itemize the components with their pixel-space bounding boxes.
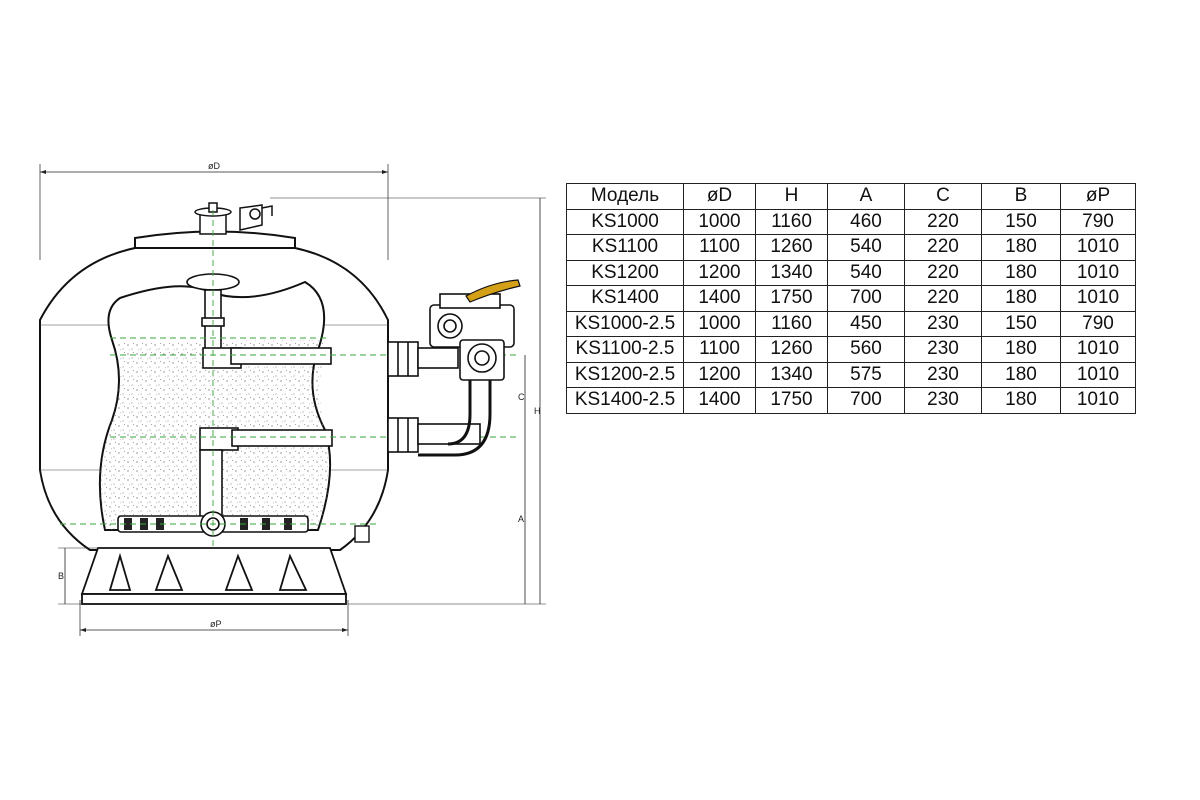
table-row: KS1100 1100 1260 540 220 180 1010	[566, 234, 1136, 261]
spec-table: Модель øD H A C B øP KS1000 1000 1160 46…	[566, 183, 1136, 414]
header-model: Модель	[566, 183, 684, 210]
cell-c: 230	[904, 361, 982, 388]
table-row: KS1400 1400 1750 700 220 180 1010	[566, 285, 1136, 312]
header-c: C	[904, 183, 982, 210]
cell-b: 180	[981, 234, 1061, 261]
header-od: øD	[683, 183, 756, 210]
dimension-op: øP	[79, 600, 349, 636]
cell-od: 1100	[683, 234, 756, 261]
cell-model: KS1400	[566, 285, 684, 312]
cell-b: 180	[981, 361, 1061, 388]
cell-model: KS1000	[566, 208, 684, 235]
cell-op: 1010	[1060, 361, 1136, 388]
dimension-a-label: A	[518, 514, 524, 524]
cell-model: KS1200-2.5	[566, 361, 684, 388]
cell-c: 220	[904, 234, 982, 261]
valve-handle	[465, 279, 521, 303]
cell-c: 230	[904, 387, 982, 414]
dimension-a: A	[518, 437, 526, 604]
table-row: KS1200-2.5 1200 1340 575 230 180 1010	[566, 361, 1136, 388]
side-connections	[387, 341, 492, 457]
cell-a: 460	[827, 208, 905, 235]
cell-model: KS1400-2.5	[566, 387, 684, 414]
cell-model: KS1000-2.5	[566, 310, 684, 337]
cell-h: 1160	[755, 310, 828, 337]
cell-od: 1000	[683, 310, 756, 337]
dimension-h: H	[270, 197, 546, 605]
filter-base	[80, 547, 348, 605]
table-row: KS1000 1000 1160 460 220 150 790	[566, 208, 1136, 235]
cell-b: 180	[981, 259, 1061, 286]
cell-op: 1010	[1060, 234, 1136, 261]
cell-c: 230	[904, 310, 982, 337]
cell-od: 1200	[683, 259, 756, 286]
cell-c: 220	[904, 285, 982, 312]
cell-h: 1260	[755, 336, 828, 363]
cell-b: 180	[981, 387, 1061, 414]
dimension-op-label: øP	[210, 619, 222, 629]
cell-a: 700	[827, 285, 905, 312]
cell-od: 1100	[683, 336, 756, 363]
cell-a: 540	[827, 234, 905, 261]
cell-a: 450	[827, 310, 905, 337]
cell-od: 1400	[683, 285, 756, 312]
dimension-od: øD	[39, 161, 389, 260]
table-row: KS1200 1200 1340 540 220 180 1010	[566, 259, 1136, 286]
cell-model: KS1100	[566, 234, 684, 261]
cell-h: 1260	[755, 234, 828, 261]
cell-c: 220	[904, 259, 982, 286]
cell-op: 1010	[1060, 387, 1136, 414]
cell-a: 540	[827, 259, 905, 286]
cell-b: 180	[981, 336, 1061, 363]
cell-b: 150	[981, 208, 1061, 235]
drain-plug	[354, 525, 370, 543]
cell-a: 575	[827, 361, 905, 388]
cell-op: 1010	[1060, 336, 1136, 363]
dimension-h-label: H	[534, 406, 541, 416]
cell-model: KS1100-2.5	[566, 336, 684, 363]
cell-op: 1010	[1060, 259, 1136, 286]
header-a: A	[827, 183, 905, 210]
header-op: øP	[1060, 183, 1136, 210]
top-valve	[194, 202, 273, 235]
cell-b: 180	[981, 285, 1061, 312]
table-row: KS1000-2.5 1000 1160 450 230 150 790	[566, 310, 1136, 337]
cell-a: 560	[827, 336, 905, 363]
cell-h: 1340	[755, 259, 828, 286]
table-header-row: Модель øD H A C B øP	[566, 183, 1136, 210]
cell-op: 790	[1060, 208, 1136, 235]
table-row: KS1100-2.5 1100 1260 560 230 180 1010	[566, 336, 1136, 363]
cell-od: 1200	[683, 361, 756, 388]
table-row: KS1400-2.5 1400 1750 700 230 180 1010	[566, 387, 1136, 414]
dimension-c: C	[518, 355, 526, 437]
cell-a: 700	[827, 387, 905, 414]
cell-b: 150	[981, 310, 1061, 337]
cell-h: 1340	[755, 361, 828, 388]
cell-op: 1010	[1060, 285, 1136, 312]
dimension-b: B	[58, 547, 100, 605]
dimension-c-label: C	[518, 392, 525, 402]
cell-od: 1000	[683, 208, 756, 235]
header-h: H	[755, 183, 828, 210]
header-b: B	[981, 183, 1061, 210]
cell-od: 1400	[683, 387, 756, 414]
dimension-b-label: B	[58, 571, 64, 581]
cell-h: 1750	[755, 285, 828, 312]
cell-c: 230	[904, 336, 982, 363]
cell-c: 220	[904, 208, 982, 235]
cell-h: 1750	[755, 387, 828, 414]
dimension-od-label: øD	[208, 161, 220, 171]
cell-op: 790	[1060, 310, 1136, 337]
cell-model: KS1200	[566, 259, 684, 286]
cell-h: 1160	[755, 208, 828, 235]
